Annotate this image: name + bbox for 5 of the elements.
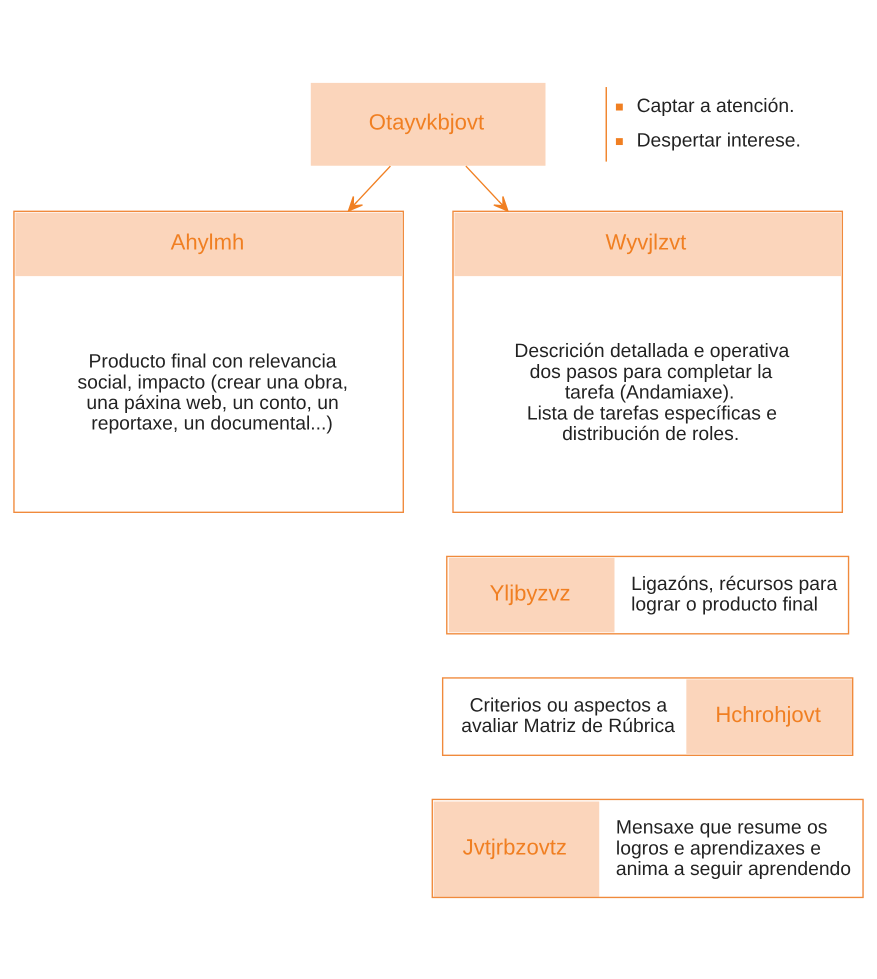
- node-label: Despertar interese.: [636, 130, 801, 152]
- arrow: [465, 166, 508, 212]
- node-box: Otayvkbjovt: [310, 82, 546, 166]
- arrow: [348, 166, 391, 212]
- node-label: Captar a atención.: [636, 96, 794, 118]
